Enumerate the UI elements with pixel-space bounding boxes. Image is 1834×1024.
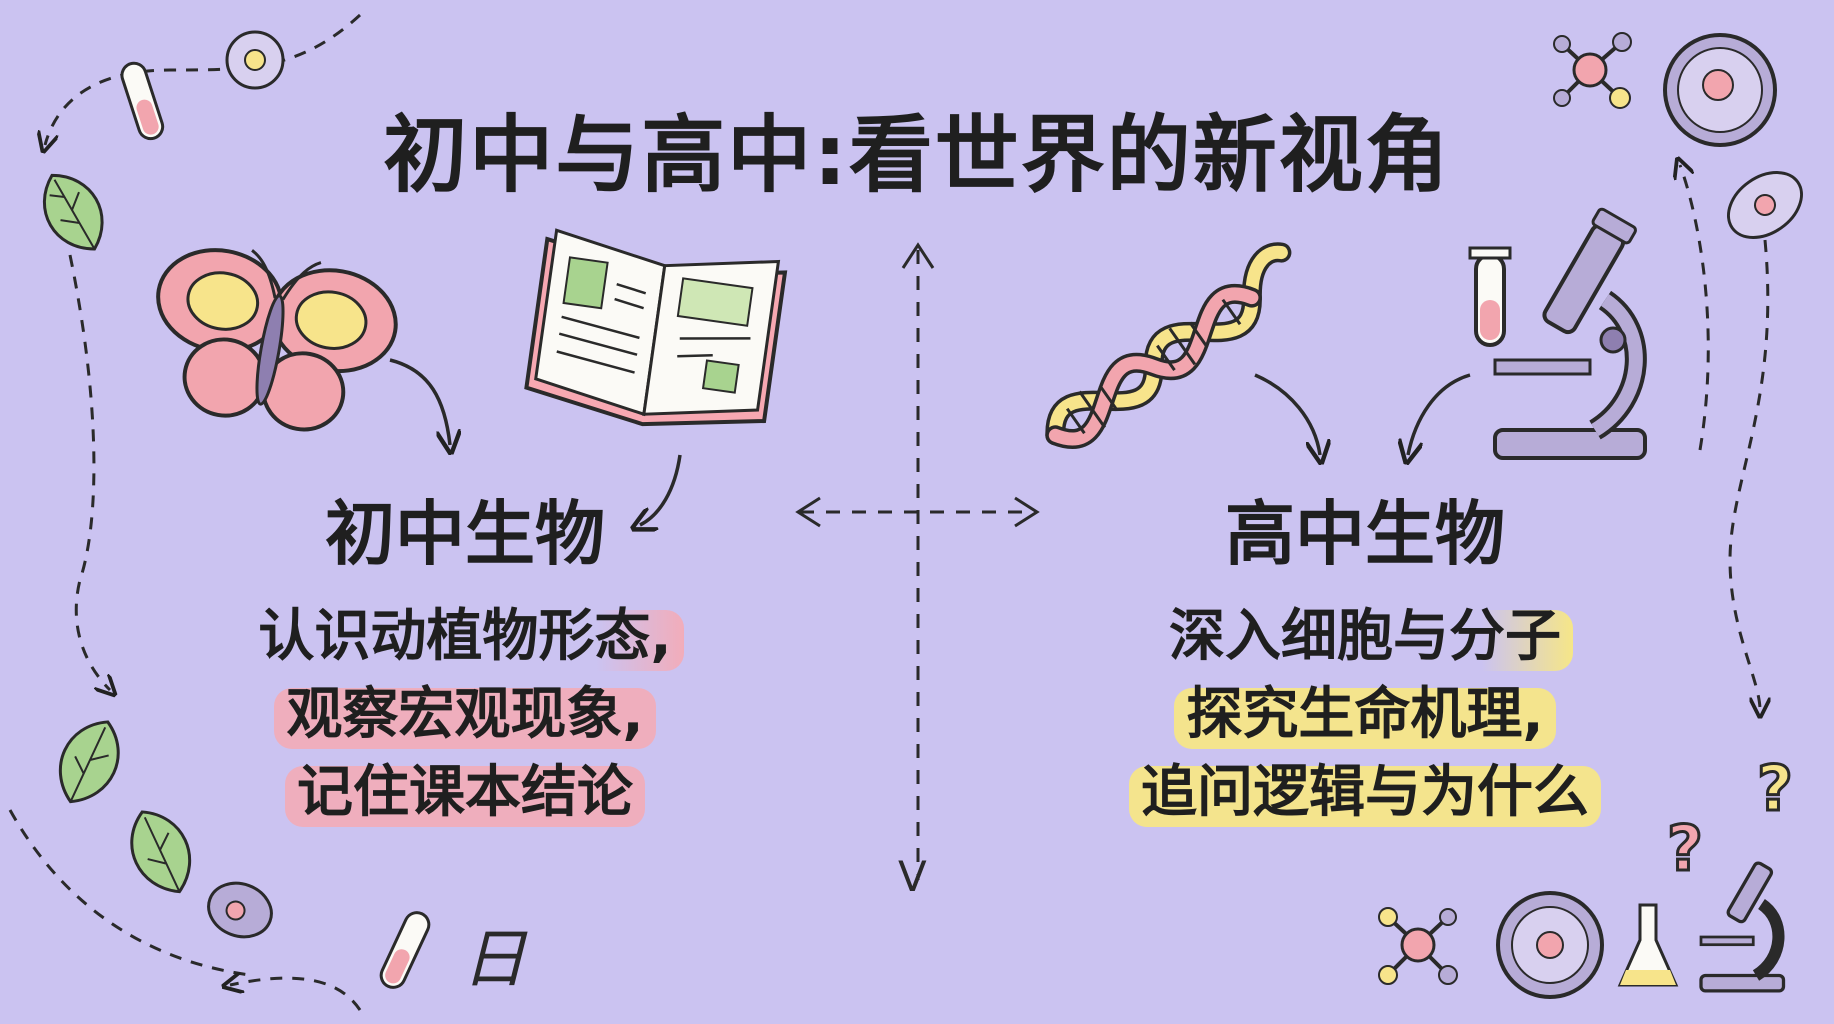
junior-heading: 初中生物	[325, 493, 605, 575]
corner-glyph: 日	[462, 923, 526, 997]
microscope-icon	[1699, 861, 1786, 993]
svg-text:?: ?	[1667, 812, 1703, 885]
junior-line-3: 记住课本结论	[297, 760, 633, 825]
center-right-arrowhead	[1014, 496, 1040, 528]
dashed-path-bottom-arrow	[230, 978, 362, 1011]
open-book-icon	[524, 228, 788, 427]
cell-icon	[1496, 891, 1604, 999]
dashed-path-left-top	[45, 13, 362, 145]
leaf-icon	[59, 720, 120, 804]
molecule-icon	[1553, 32, 1632, 109]
flask-icon	[1617, 903, 1679, 987]
center-bottom-arrow-mark: V	[898, 852, 927, 901]
butterfly-arrow	[389, 358, 450, 445]
dna-arrow	[1254, 373, 1320, 455]
dashed-path-right-top	[1680, 165, 1710, 451]
junior-line-1: 认识动植物形态,	[258, 604, 672, 669]
cell-icon	[1727, 171, 1803, 239]
cell-icon	[1663, 33, 1777, 147]
dna-icon	[1045, 242, 1292, 449]
junior-line-2: 观察宏观现象,	[286, 682, 644, 747]
molecule-icon	[1378, 907, 1458, 985]
dashed-path-left-side	[68, 254, 110, 690]
microscope-arrow	[1408, 373, 1471, 455]
cell-icon	[207, 881, 273, 939]
senior-description: 深入细胞与分子 探究生命机理, 追问逻辑与为什么	[1105, 598, 1625, 832]
center-top-arrowhead	[901, 242, 935, 269]
senior-heading: 高中生物	[1225, 493, 1505, 575]
junior-description: 认识动植物形态, 观察宏观现象, 记住课本结论	[205, 598, 725, 832]
question-mark-icon: ? ?	[1666, 751, 1795, 887]
cell-icon	[225, 30, 285, 90]
dashed-path-right-side	[1728, 239, 1768, 710]
senior-line-3: 追问逻辑与为什么	[1141, 760, 1589, 825]
test-tube-icon	[1468, 246, 1512, 347]
test-tube-icon	[379, 911, 431, 989]
butterfly-icon	[156, 248, 398, 432]
leaf-icon	[42, 173, 104, 251]
microscope-icon	[1493, 207, 1647, 460]
senior-line-2: 探究生命机理,	[1186, 682, 1544, 747]
leaf-icon	[130, 810, 191, 894]
book-arrow	[640, 454, 682, 525]
svg-text:?: ?	[1757, 752, 1793, 825]
center-left-arrowhead	[795, 496, 821, 528]
senior-line-1: 深入细胞与分子	[1169, 604, 1561, 669]
test-tube-icon	[120, 61, 165, 141]
page-title: 初中与高中:看世界的新视角	[383, 106, 1451, 204]
